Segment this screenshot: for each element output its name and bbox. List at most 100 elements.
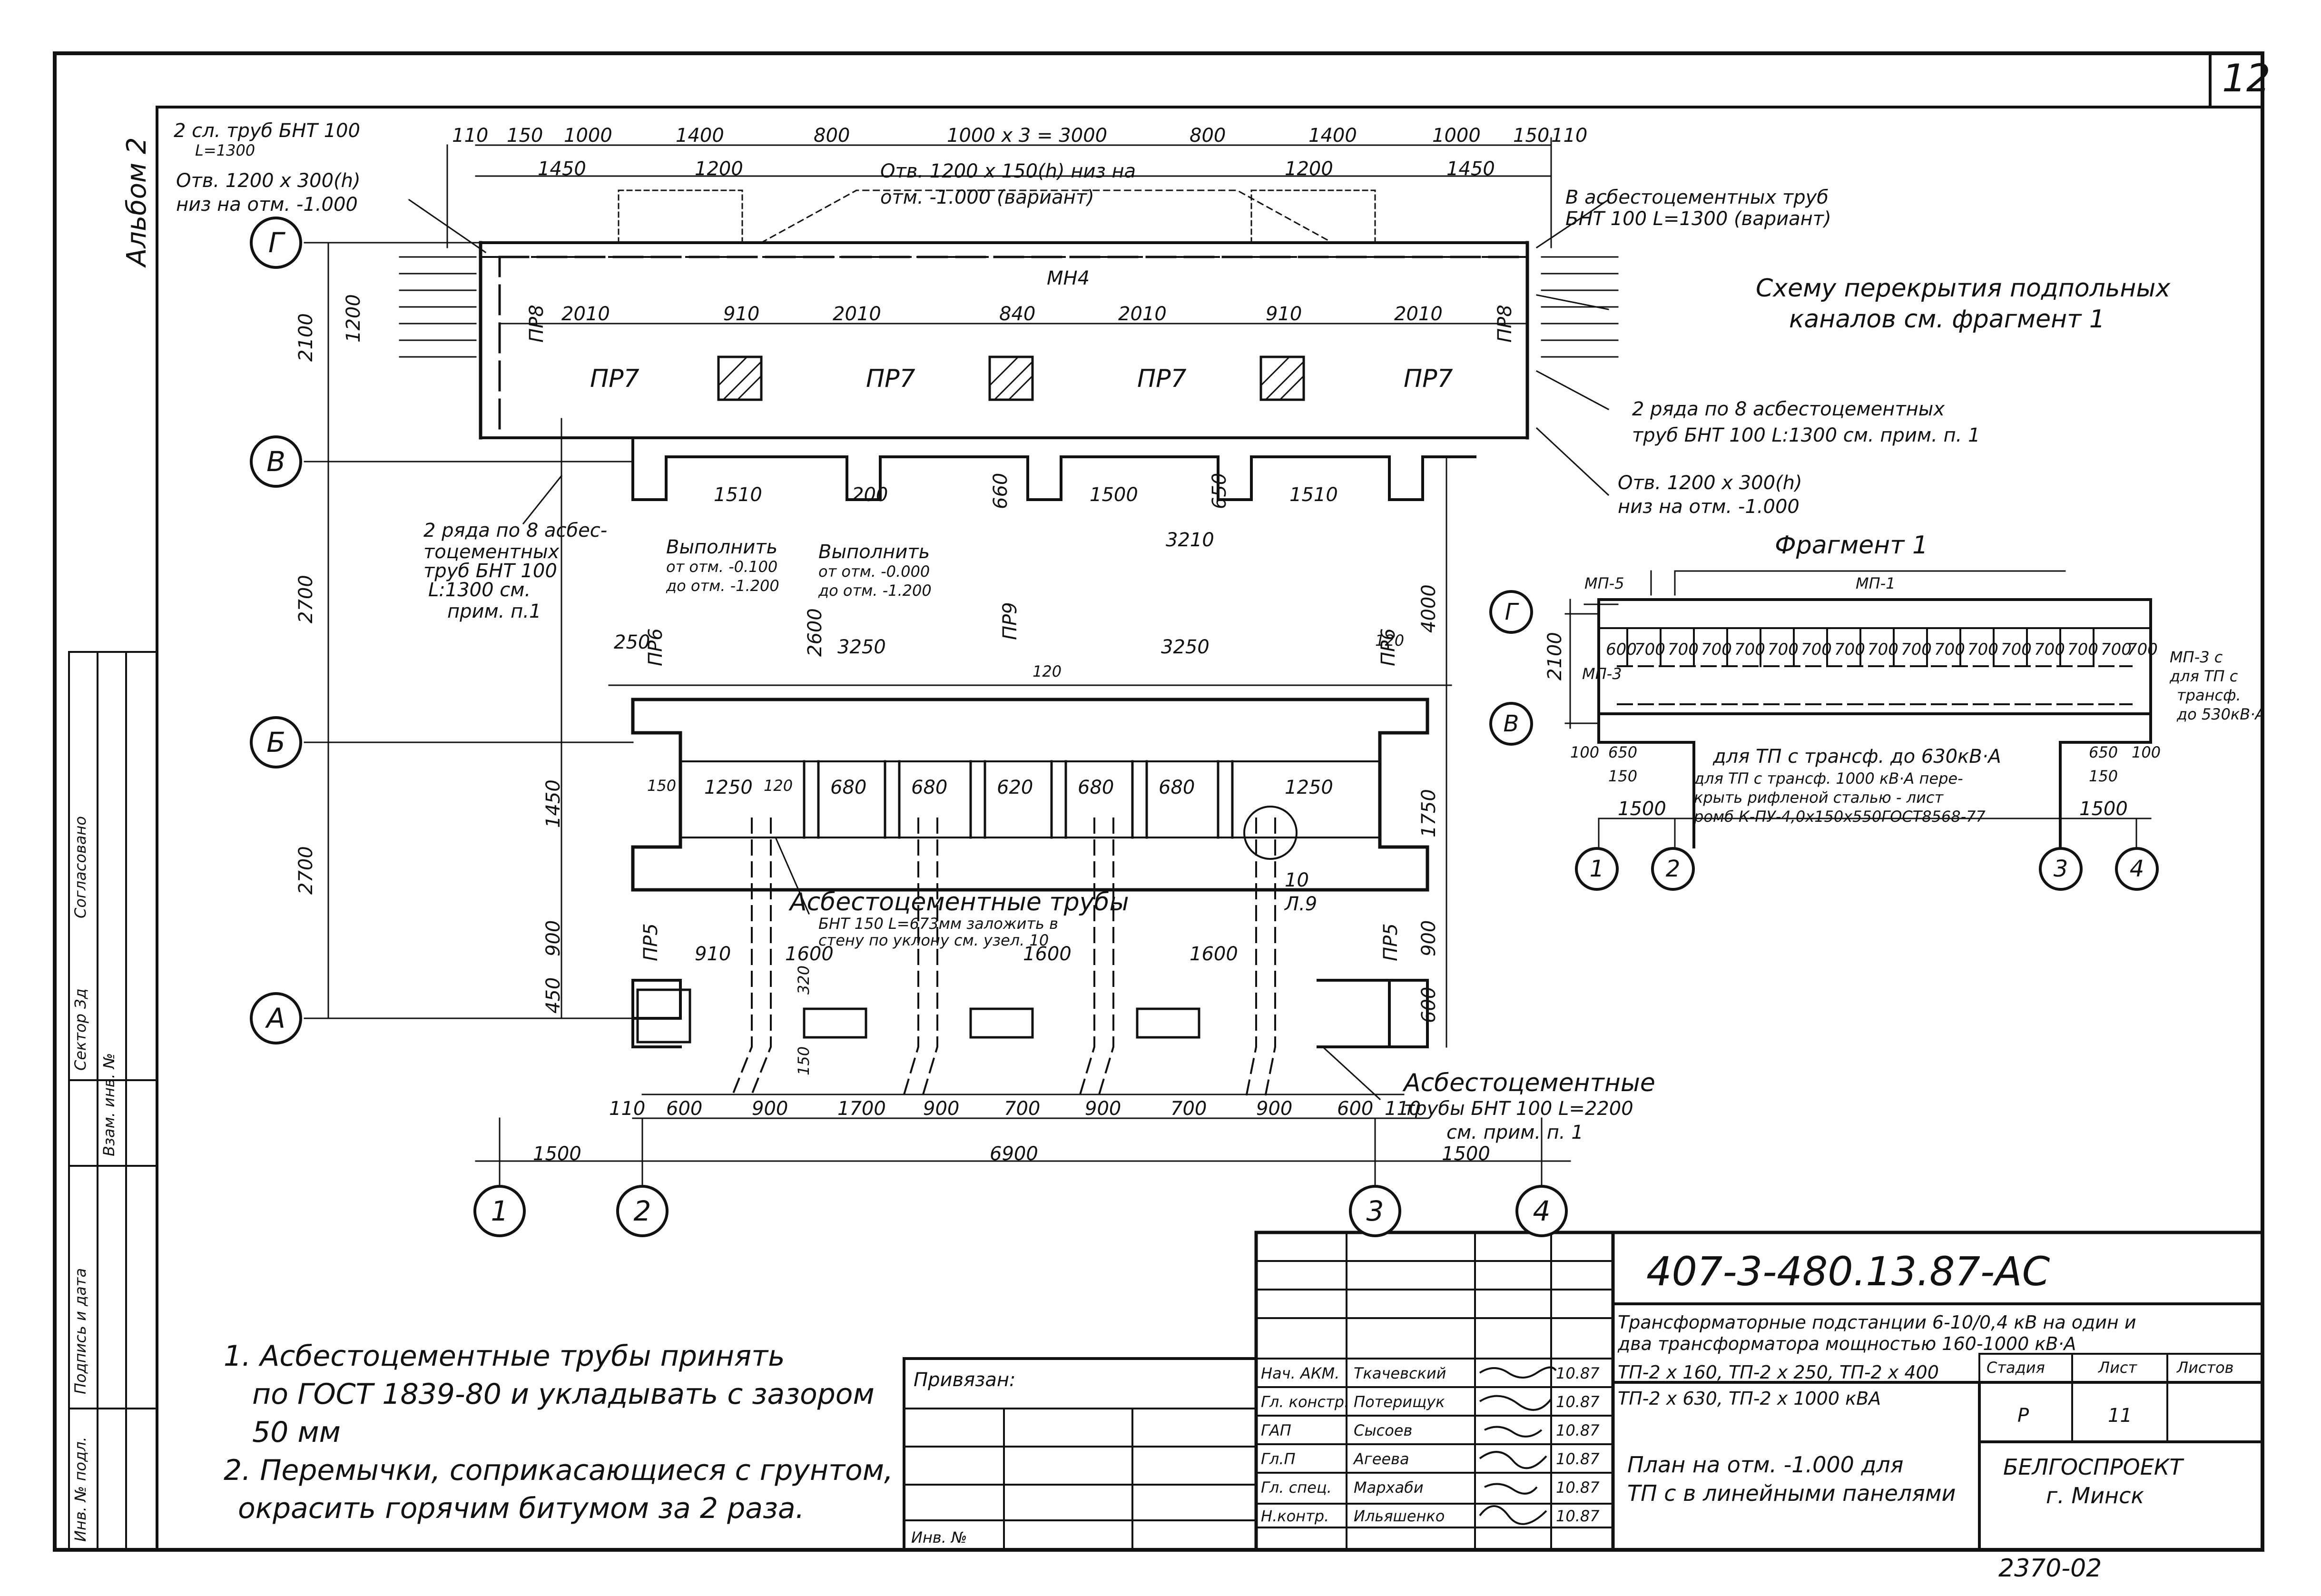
dim-inner-3: 840 (999, 303, 1036, 325)
fragment-cell-14: 700 (2067, 640, 2098, 659)
dim-top-0: 110 (452, 125, 489, 147)
dim-room-5: 680 (1078, 777, 1114, 798)
note-execute-1-a: Выполнить (666, 536, 778, 558)
dim-bottom-1: 600 (666, 1098, 703, 1120)
fragment-cell-15: 700 (2101, 640, 2132, 659)
fragment-for-tp: для ТП с (2170, 667, 2238, 685)
stamp-org-1: БЕЛГОСПРОЕКТ (2003, 1454, 2183, 1480)
fragment-dim-1: 100 (1570, 743, 1600, 761)
dim-mid-1: 200 (852, 484, 888, 506)
fragment-dim-0: 2100 (1544, 632, 1566, 680)
stamp-date-5: 10.87 (1556, 1507, 1600, 1525)
panel-pr7-1: ПР7 (590, 365, 639, 393)
fragment-dim-8: 1500 (2079, 798, 2128, 820)
stamp-date-4: 10.87 (1556, 1478, 1600, 1497)
page-number: 12 (2222, 56, 2271, 100)
fragment-note-4: ромб К-ПУ-4,0х150х550ГОСТ8568-77 (1694, 808, 1986, 826)
note-2-line-a: 2. Перемычки, соприкасающиеся с грунтом, (224, 1454, 894, 1487)
stamp-role-5: Н.контр. (1261, 1507, 1329, 1525)
note-scheme-1: Схему перекрытия подпольных (1756, 274, 2171, 303)
dim-mid-3: 1500 (1090, 484, 1138, 506)
dim-side-7: 3210 (1166, 529, 1214, 551)
panel-pr7-2: ПР7 (866, 365, 915, 393)
dim-mid-4: 650 (1209, 473, 1230, 509)
dim-bottom-10: 110 (1385, 1098, 1421, 1120)
dim-bottom-3: 1700 (837, 1098, 886, 1120)
stamp-types-2: ТП-2 x 630, ТП-2 x 1000 кВА (1618, 1388, 1881, 1409)
stamp-sheet: 11 (2108, 1405, 2132, 1427)
stamp-role-2: ГАП (1261, 1421, 1291, 1439)
axis-bubble-b: Б (250, 716, 302, 768)
fragment-cell-13: 700 (2034, 640, 2065, 659)
fragment-axis-1: 1 (1575, 847, 1619, 891)
dim-side-9: 4000 (1418, 584, 1440, 633)
axis-bubble-4: 4 (1515, 1185, 1568, 1237)
dim-low-2: 1600 (1023, 943, 1072, 965)
dim-top-3: 1400 (676, 125, 724, 147)
fragment-mp3-right: МП-3 с (2170, 648, 2223, 666)
dim-top2-3: 1450 (1446, 158, 1495, 180)
stamp-name-1: Потерищук (1354, 1393, 1445, 1411)
note-asb-150-1: Асбестоцементные трубы (790, 888, 1129, 916)
fragment-dim-2: 650 (1608, 743, 1638, 761)
dim-top-7: 1400 (1308, 125, 1357, 147)
fragment-axis-g: Г (1489, 590, 1533, 634)
stamp-plan-1: План на отм. -1.000 для (1627, 1452, 1904, 1478)
note-1-line-b: по ГОСТ 1839-80 и укладывать с зазором (252, 1378, 875, 1411)
stamp-date-2: 10.87 (1556, 1421, 1600, 1439)
strip-agreed: Согласовано (71, 816, 89, 918)
dim-inner-4: 2010 (1118, 303, 1167, 325)
fragment-cell-1: 700 (1634, 640, 1665, 659)
note-execute-1-c: до отм. -1.200 (666, 577, 779, 595)
stamp-role-0: Нач. АКМ. (1261, 1364, 1340, 1382)
stamp-title-1: Трансформаторные подстанции 6-10/0,4 кВ … (1618, 1312, 2136, 1333)
note-opening-r-2: низ на отм. -1.000 (1618, 496, 1800, 518)
axis-bubble-g: Г (250, 217, 302, 269)
fragment-note-1: для ТП с трансф. до 630кВ·А (1713, 746, 2001, 768)
strip-replaces: Взам. инв. № (100, 1053, 118, 1156)
note-1-line-a: 1. Асбестоцементные трубы принять (224, 1340, 785, 1373)
panel-pr8-left: ПР8 (526, 305, 548, 343)
stamp-role-4: Гл. спец. (1261, 1478, 1332, 1497)
dim-bottom-5: 700 (1004, 1098, 1041, 1120)
fragment-cell-7: 700 (1834, 640, 1865, 659)
dim-inner-2: 2010 (833, 303, 881, 325)
note-1-line-c: 50 мм (252, 1416, 341, 1449)
fragment-dim-4: 1500 (1618, 798, 1666, 820)
note-asb-150-3: стену по уклону см. узел. 10 (818, 931, 1049, 949)
note-scheme-2: каналов см. фрагмент 1 (1789, 305, 2105, 334)
fragment-axis-3: 3 (2039, 847, 2083, 891)
dim-inner-1: 910 (723, 303, 760, 325)
stamp-plan-2: ТП с в линейными панелями (1627, 1480, 1956, 1506)
note-asb-150-2: БНТ 150 L=673мм заложить в (818, 915, 1058, 933)
dim-top-5: 1000 x 3 = 3000 (947, 125, 1108, 147)
note-two-rows-l-1: 2 ряда по 8 асбес- (423, 520, 608, 542)
dim-room-4: 620 (997, 777, 1033, 798)
fragment-mp1: МП-1 (1856, 574, 1896, 592)
stamp-stage: Р (2017, 1405, 2029, 1427)
dim-room-0: 1250 (704, 777, 753, 798)
dim-low-3: 1600 (1190, 943, 1238, 965)
dim-side-1: 1200 (343, 294, 364, 343)
note-opening-1: Отв. 1200 x 300(h) (176, 170, 361, 192)
axis-bubble-1: 1 (473, 1185, 526, 1237)
fragment-cell-3: 700 (1701, 640, 1732, 659)
note-asb-var-1: В асбестоцементных труб (1565, 187, 1829, 208)
fragment-note-2: для ТП с трансф. 1000 кВ·А пере- (1694, 769, 1963, 788)
panel-pr8-right: ПР8 (1494, 305, 1516, 343)
fragment-cell-5: 700 (1768, 640, 1799, 659)
note-opening-var-2: отм. -1.000 (вариант) (880, 187, 1094, 208)
dim-total-2: 1500 (1442, 1143, 1490, 1165)
stamp-date-1: 10.87 (1556, 1393, 1600, 1411)
dim-side-3: 1450 (542, 779, 564, 828)
fragment-axis-4: 4 (2115, 847, 2159, 891)
stamp-stage-header: Стадия (1987, 1359, 2045, 1377)
dim-side-0: 2100 (295, 313, 317, 362)
note-two-rows-1: 2 ряда по 8 асбестоцементных (1632, 398, 1945, 420)
fragment-cell-16: 700 (2127, 640, 2158, 659)
dim-side-6: 450 (542, 977, 564, 1014)
dim-mid-2: 660 (990, 473, 1012, 509)
dim-top-6: 800 (1190, 125, 1226, 147)
panel-pr7-4: ПР7 (1404, 365, 1453, 393)
